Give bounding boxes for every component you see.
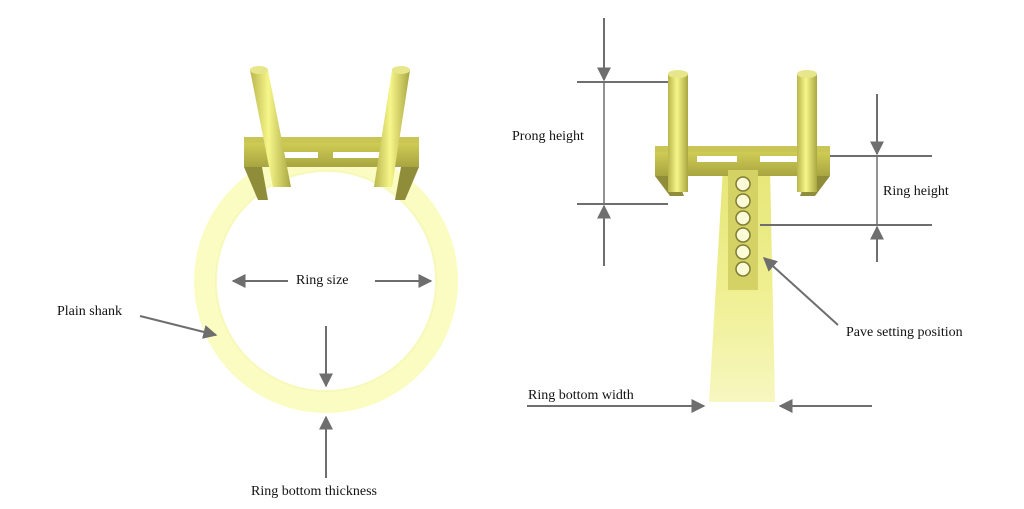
front-view (139, 66, 458, 478)
label-ring-bottom-width: Ring bottom width (528, 388, 634, 403)
label-prong-height: Prong height (512, 129, 584, 144)
side-prong-right (797, 74, 817, 192)
prong-right (374, 70, 410, 187)
label-ring-height: Ring height (883, 184, 949, 199)
side-prong-left (668, 74, 688, 192)
side-view (527, 18, 932, 413)
label-ring-size: Ring size (296, 273, 349, 288)
label-ring-bottom-thickness: Ring bottom thickness (251, 484, 377, 499)
plain-shank-arrow (139, 315, 218, 339)
label-pave-setting-position: Pave setting position (846, 325, 963, 340)
label-plain-shank: Plain shank (57, 304, 122, 319)
prong-left (250, 70, 291, 187)
pave-stones (728, 170, 758, 290)
pave-arrow (762, 257, 839, 326)
